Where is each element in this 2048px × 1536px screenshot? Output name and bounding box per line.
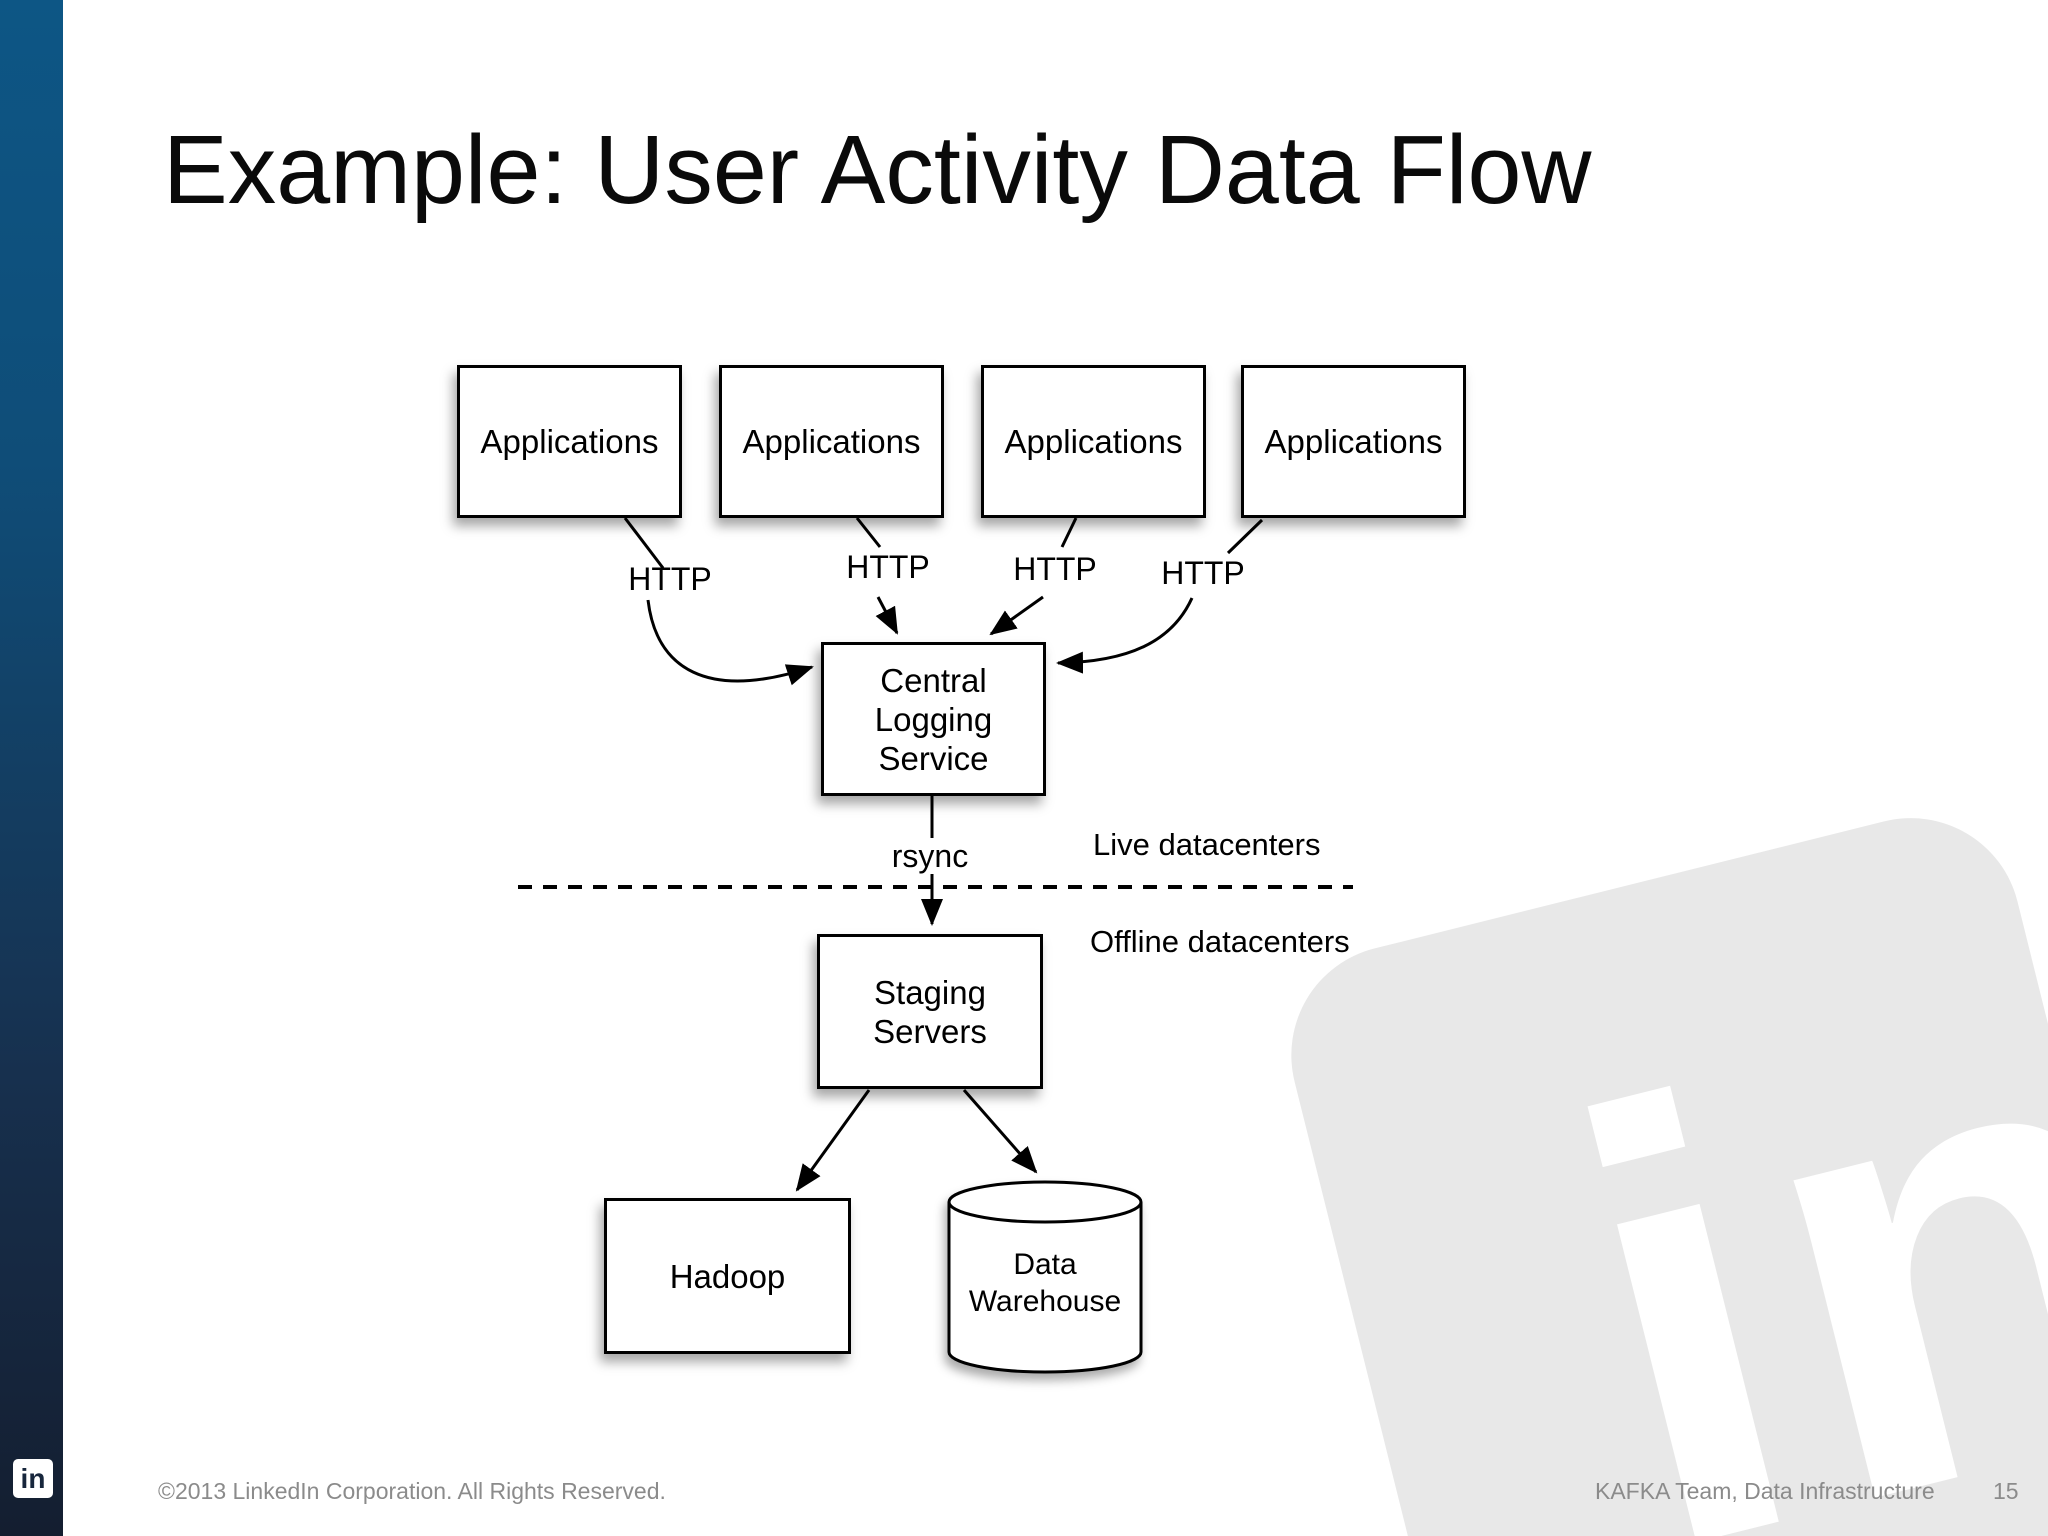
applications-box-2: Applications [719,365,944,518]
applications-box-3: Applications [981,365,1206,518]
hadoop-box: Hadoop [604,1198,851,1354]
stub-app1-http [623,517,665,569]
linkedin-footer-logo: in [13,1459,53,1498]
arrow-staging-hadoop [795,1089,871,1192]
page-number: 15 [1993,1478,2019,1504]
http-label-4: HTTP [1161,555,1245,591]
stub-app2-http [855,517,882,548]
http-label-1: HTTP [628,561,712,597]
arrow-staging-warehouse [962,1089,1038,1174]
applications-box-4: Applications [1241,365,1466,518]
linkedin-logo-text: in [20,1462,46,1494]
data-warehouse-label: Data Warehouse [968,1248,1122,1318]
arrow-http3-central [989,595,1044,636]
offline-datacenters-label: Offline datacenters [1090,924,1350,959]
live-datacenters-label: Live datacenters [1093,827,1321,862]
arrow-http2-central [875,596,899,635]
data-warehouse-cylinder [947,1180,1143,1374]
team-credit-text: KAFKA Team, Data Infrastructure [1595,1478,1935,1504]
stub-app4-http [1226,518,1264,555]
applications-box-1: Applications [457,365,682,518]
copyright-text: ©2013 LinkedIn Corporation. All Rights R… [158,1478,666,1504]
stub-app3-http [1060,517,1078,548]
arrow-http4-central [1056,597,1194,674]
left-gradient-bar [0,0,63,1536]
rsync-label: rsync [883,838,977,874]
staging-servers-box: Staging Servers [817,934,1043,1089]
slide-title: Example: User Activity Data Flow [163,115,1592,224]
central-logging-service-box: Central Logging Service [821,642,1046,796]
http-label-2: HTTP [846,549,930,585]
http-label-3: HTTP [1013,551,1097,587]
arrow-http1-central [646,599,814,686]
